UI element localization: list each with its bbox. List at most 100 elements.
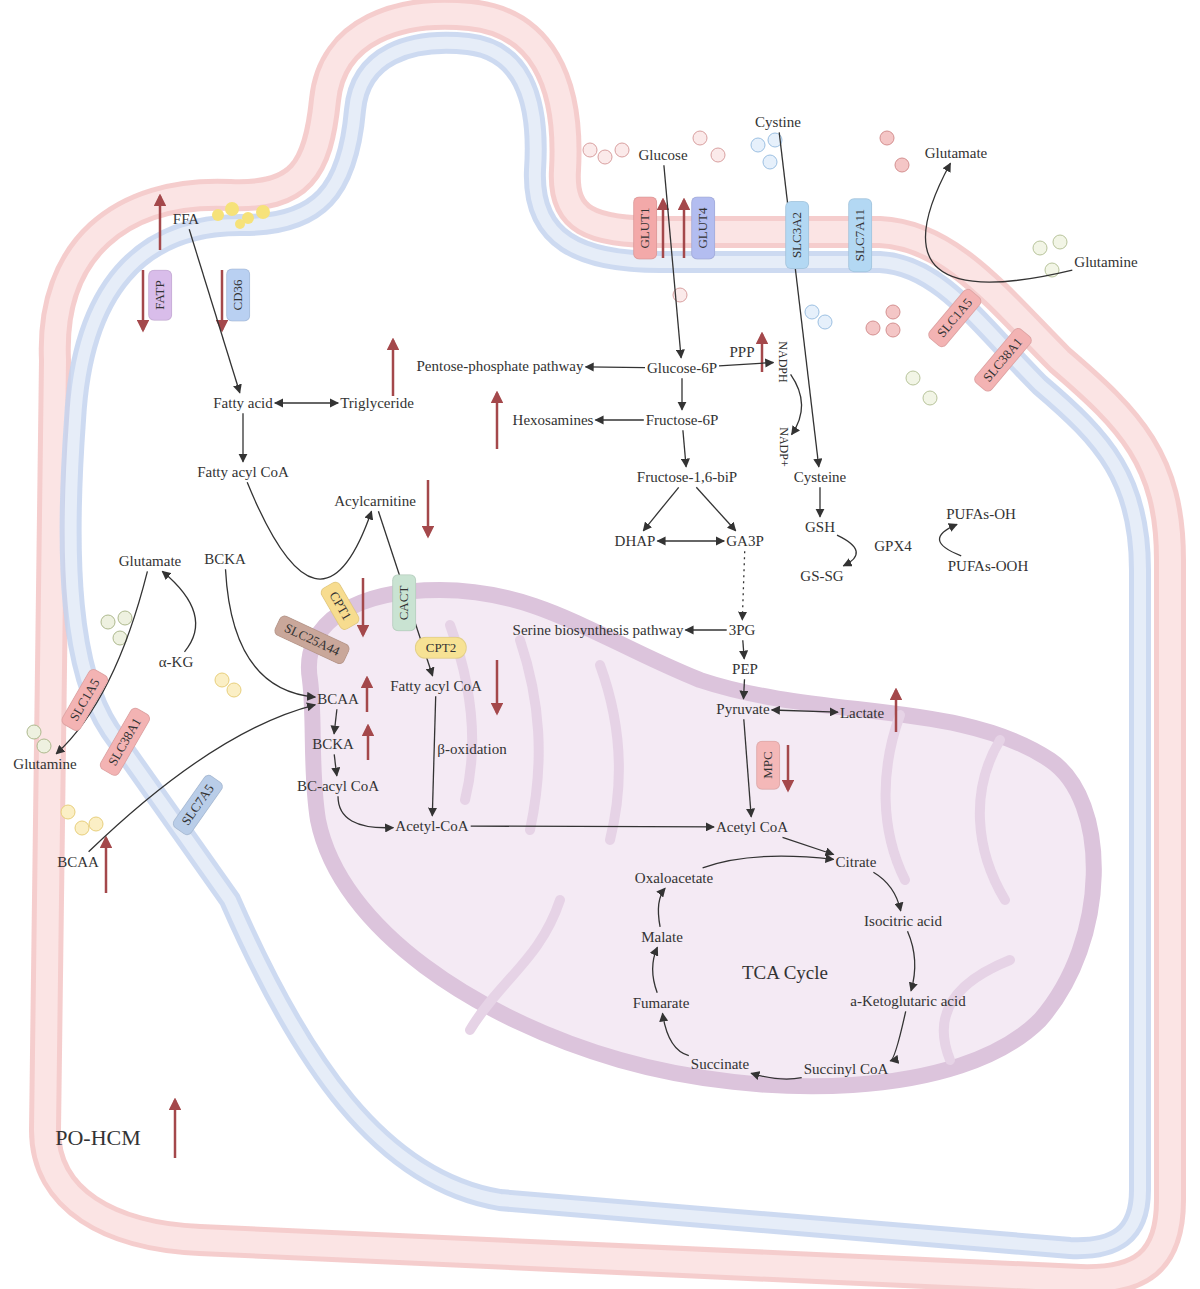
glutamate-dot: [118, 611, 132, 625]
change-arrow: [392, 340, 395, 396]
node-text: SLC3A2: [789, 212, 804, 258]
reaction-arrow: [742, 551, 744, 620]
bcaa-dot: [89, 817, 103, 831]
reaction-arrow: [471, 825, 714, 827]
reaction-arrow: [89, 705, 316, 852]
legend-text: PO-HCM: [55, 1126, 141, 1150]
reaction-arrow: [744, 719, 751, 817]
node-text: FFA: [173, 211, 199, 227]
metabolite-label: Acetyl CoA: [716, 819, 788, 836]
metabolite-label: Pyruvate: [716, 701, 769, 718]
reaction-arrow: [703, 856, 834, 868]
change-arrow: [683, 200, 686, 258]
node-text: GSH: [805, 519, 835, 535]
node-text: NADPH: [776, 341, 790, 382]
cystine-dot: [763, 155, 777, 169]
node-text: PUFAs-OOH: [948, 558, 1029, 574]
reaction-arrow: [772, 710, 838, 712]
glutamine-dot: [923, 391, 937, 405]
reaction-arrow: [586, 366, 646, 368]
edge-label: PPP: [729, 344, 754, 361]
metabolite-label: DHAP: [615, 533, 656, 550]
node-text: Serine biosynthesis pathway: [513, 622, 684, 638]
reaction-arrow: [657, 540, 724, 541]
crista: [600, 665, 619, 840]
node-text: a-Ketoglutaric acid: [850, 993, 965, 1009]
node-text: Glutamate: [925, 145, 987, 161]
node-text: GS-SG: [800, 568, 843, 584]
metabolite-label: PEP: [732, 661, 758, 678]
reaction-arrow: [819, 487, 820, 517]
node-text: BC-acyl CoA: [297, 778, 379, 794]
metabolite-label: α-KG: [159, 654, 194, 671]
reaction-arrow: [664, 165, 681, 357]
node-text: Glutamine: [1074, 254, 1137, 270]
node-text: Hexosamines: [513, 412, 594, 428]
metabolite-label: 3PG: [729, 622, 756, 639]
cystine-dot: [805, 305, 819, 319]
reaction-arrow: [837, 535, 856, 566]
ffa-dot: [256, 205, 270, 219]
glutamine-dot: [37, 739, 51, 753]
glucose-dot: [693, 131, 707, 145]
reaction-arrow: [275, 402, 338, 403]
bcaa-dot: [227, 683, 241, 697]
metabolite-label: Triglyceride: [340, 395, 414, 412]
change-arrow: [787, 745, 790, 790]
node-text: α-KG: [159, 654, 194, 670]
glutamine-dot: [906, 371, 920, 385]
change-arrow: [427, 480, 430, 536]
reaction-arrow: [751, 1073, 802, 1079]
metabolite-label: a-Ketoglutaric acid: [850, 993, 965, 1010]
legend-arrow: [174, 1100, 177, 1158]
transporter-box: CPT2: [415, 637, 467, 659]
reaction-arrow: [334, 709, 337, 734]
transporter-box: FATP: [148, 269, 172, 320]
change-arrow: [221, 270, 224, 330]
metabolite-label: Lactate: [840, 705, 884, 722]
node-text: Fructose-1,6-biP: [637, 469, 737, 485]
node-text: Citrate: [836, 854, 877, 870]
metabolite-label: Glutamate: [119, 553, 181, 570]
transporter-box: CACT: [392, 575, 416, 632]
reaction-arrow: [890, 1011, 905, 1061]
cystine-dot: [751, 138, 765, 152]
transporter-box: SLC7A11: [848, 198, 872, 272]
reaction-arrow: [432, 696, 435, 816]
glutamate-dot: [886, 323, 900, 337]
change-arrow: [662, 200, 665, 258]
reaction-arrow: [873, 872, 900, 911]
enzyme-label: GPX4: [874, 538, 912, 555]
node-text: BCKA: [312, 736, 354, 752]
change-arrow: [496, 393, 499, 449]
reaction-arrow: [908, 931, 915, 991]
reaction-arrow: [595, 419, 643, 420]
change-arrow: [362, 578, 365, 635]
change-arrow: [159, 196, 162, 250]
metabolite-label: Acylcarnitine: [334, 493, 416, 510]
node-text: Glucose: [638, 147, 687, 163]
ffa-dot: [235, 219, 245, 229]
metabolite-label: PUFAs-OOH: [948, 558, 1029, 575]
ffa-dot: [212, 209, 224, 221]
node-text: Succinyl CoA: [804, 1061, 889, 1077]
metabolite-label: Isocitric acid: [864, 913, 942, 930]
metabolite-label: FFA: [173, 211, 199, 228]
metabolite-label: Fructose-6P: [646, 412, 719, 429]
node-text: Glutamate: [119, 553, 181, 569]
reaction-arrow: [719, 363, 773, 366]
cofactor-label: NADP+: [776, 427, 789, 466]
node-text: PEP: [732, 661, 758, 677]
transporter-box: GLUT4: [691, 196, 715, 259]
metabolite-label: BC-acyl CoA: [297, 778, 379, 795]
edge-label: β-oxidation: [437, 741, 506, 758]
node-text: SLC7A5: [178, 781, 217, 827]
change-arrow: [761, 334, 764, 372]
metabolite-label: Cysteine: [794, 469, 847, 486]
node-text: NADP+: [777, 427, 791, 466]
node-text: Fumarate: [633, 995, 690, 1011]
reaction-arrow: [744, 679, 745, 699]
cycle-label: TCA Cycle: [742, 963, 828, 984]
node-text: BCKA: [204, 551, 246, 567]
